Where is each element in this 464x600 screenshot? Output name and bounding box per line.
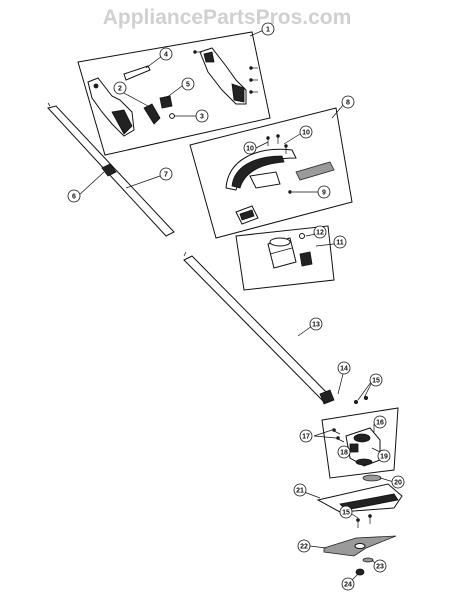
throttle-trigger: [143, 103, 161, 125]
callout-9: 9: [317, 185, 331, 199]
callout-21: 21: [293, 483, 307, 497]
svg-text:10: 10: [302, 130, 310, 137]
callout-4: 4: [159, 47, 173, 61]
handle-housing-right: [199, 47, 247, 105]
trigger-spring: [169, 113, 175, 119]
svg-text:21: 21: [296, 488, 304, 495]
svg-text:15: 15: [372, 378, 380, 385]
svg-text:3: 3: [200, 114, 204, 121]
handle-screws: [193, 50, 258, 94]
svg-text:6: 6: [72, 194, 76, 201]
coupler-knob: [299, 251, 313, 267]
handle-housing-left: [87, 77, 135, 137]
callout-17: 17: [299, 429, 313, 443]
svg-text:9: 9: [322, 190, 326, 197]
group-box-guard: [189, 107, 353, 239]
callout-8: 8: [341, 95, 355, 109]
svg-text:12: 12: [316, 230, 324, 237]
blade-nut: [362, 557, 374, 563]
callout-24: 24: [341, 577, 355, 591]
blade-center: [354, 543, 366, 549]
callout-15a: 15: [369, 373, 383, 387]
group-box-handle: [77, 31, 271, 156]
gearbox-screws: [332, 395, 368, 443]
lower-drive-shaft: [183, 251, 335, 405]
line-cutter-blade: [295, 161, 335, 181]
svg-text:17: 17: [302, 434, 310, 441]
callout-18: 18: [337, 445, 351, 459]
callout-6: 6: [67, 189, 81, 203]
callout-16: 16: [373, 415, 387, 429]
callout-3: 3: [195, 109, 209, 123]
lockout-lever: [159, 95, 173, 109]
blade-retainer: [355, 568, 365, 576]
callout-15b: 15: [339, 505, 353, 519]
watermark-text: AppliancePartsPros.com: [103, 6, 352, 29]
callout-12: 12: [313, 225, 327, 239]
svg-text:2: 2: [118, 86, 122, 93]
callout-5: 5: [181, 77, 195, 91]
debris-guard: [225, 148, 297, 191]
svg-text:10: 10: [246, 146, 254, 153]
callout-23: 23: [373, 559, 387, 573]
svg-text:4: 4: [164, 52, 168, 59]
guard-mount-screws: [356, 514, 372, 528]
callout-10a: 10: [243, 141, 257, 155]
guard-bracket-base: [239, 209, 255, 221]
svg-text:20: 20: [394, 480, 402, 487]
svg-text:15: 15: [342, 510, 350, 517]
svg-text:11: 11: [336, 240, 344, 247]
svg-text:14: 14: [340, 366, 348, 373]
svg-text:18: 18: [340, 450, 348, 457]
svg-text:5: 5: [186, 82, 190, 89]
svg-text:8: 8: [346, 100, 350, 107]
svg-text:16: 16: [376, 420, 384, 427]
callout-7: 7: [159, 167, 173, 181]
svg-text:7: 7: [164, 172, 168, 179]
svg-text:13: 13: [312, 322, 320, 329]
guard-screws: [266, 134, 292, 194]
spacer-washer: [362, 474, 382, 482]
callout-11: 11: [333, 235, 347, 249]
svg-text:24: 24: [344, 582, 352, 589]
callout-14: 14: [337, 361, 351, 375]
callout-19: 19: [377, 449, 391, 463]
callout-13: 13: [309, 317, 323, 331]
shaft-coupler: [267, 237, 297, 269]
svg-text:23: 23: [376, 564, 384, 571]
callout-2: 2: [113, 81, 127, 95]
gearbox-cover: [355, 458, 373, 466]
upper-drive-shaft: [47, 102, 175, 237]
callout-10b: 10: [299, 125, 313, 139]
group-box-coupler: [235, 225, 335, 291]
svg-text:1: 1: [266, 27, 270, 34]
svg-text:19: 19: [380, 454, 388, 461]
coupler-pin: [299, 233, 305, 239]
gearbox-head: [345, 427, 381, 467]
svg-text:22: 22: [300, 544, 308, 551]
blade-guard: [316, 483, 403, 513]
callout-20: 20: [391, 475, 405, 489]
callout-1: 1: [261, 22, 275, 36]
trigger-lever: [123, 65, 151, 81]
callout-22: 22: [297, 539, 311, 553]
group-box-gearbox: [321, 407, 399, 479]
leader-lines: [77, 29, 395, 581]
